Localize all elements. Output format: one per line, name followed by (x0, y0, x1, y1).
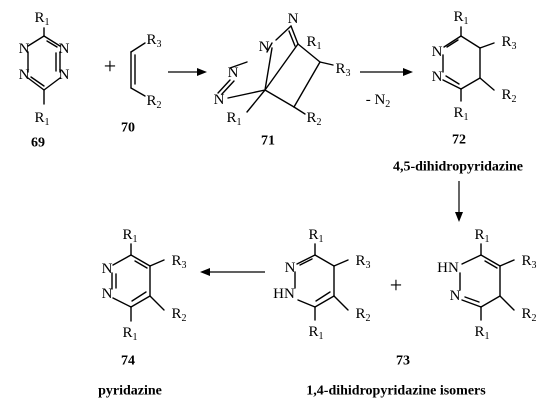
c73a-r1-top: R1 (308, 227, 323, 245)
compound-label-74: 74 (121, 354, 135, 369)
c74-r1-top: R1 (122, 227, 137, 245)
c72-n-lower: N (432, 69, 443, 85)
c72-r2: R2 (501, 87, 516, 105)
compound-label-70: 70 (121, 121, 135, 136)
compound-label-73: 73 (396, 354, 410, 369)
c71-n-bridge-1: N (259, 39, 270, 55)
compound-73-isomer-a (294, 243, 349, 321)
c71-r3: R3 (335, 61, 350, 79)
compound-label-69: 69 (31, 136, 45, 151)
c74-r1-bottom: R1 (122, 325, 137, 343)
reaction-arrow-3 (455, 181, 463, 222)
c73b-nh: HN (437, 260, 459, 276)
c74-r2: R2 (171, 306, 186, 324)
c72-r1-bottom: R1 (453, 105, 468, 123)
c70-r3: R3 (146, 32, 161, 50)
c70-r2: R2 (146, 93, 161, 111)
compound-70-alkene (130, 42, 146, 97)
c73a-nh: HN (273, 286, 295, 302)
c71-r2: R2 (306, 110, 321, 128)
name-1-4-dihidropyridazine-isomers: 1,4-dihidropyridazine isomers (306, 384, 486, 399)
c72-r1-top: R1 (453, 9, 468, 27)
c72-n-upper: N (432, 44, 443, 60)
c73a-n: N (285, 260, 296, 276)
reaction-arrow-1 (168, 68, 207, 76)
reaction-arrow-4 (200, 268, 265, 276)
c73b-r3: R3 (521, 253, 536, 271)
compound-69-tetrazine (27, 27, 61, 105)
c73b-r1-bottom: R1 (474, 324, 489, 342)
c69-r1-top: R1 (34, 10, 49, 28)
plus-sign-2: + (390, 273, 402, 298)
compound-74-pyridazine (111, 243, 165, 322)
name-4-5-dihidropyridazine: 4,5-dihidropyridazine (393, 160, 523, 175)
c69-n-upper-left: N (19, 41, 30, 57)
c71-n-bridge-2: N (288, 11, 299, 27)
loss-of-n2-label: - N2 (366, 92, 391, 110)
c73b-r1-top: R1 (474, 227, 489, 245)
compound-label-72: 72 (452, 133, 466, 148)
c73a-r1-bottom: R1 (308, 324, 323, 342)
c71-n-ring-upper: N (228, 65, 239, 81)
name-pyridazine: pyridazine (98, 384, 162, 399)
c69-n-upper-right: N (59, 41, 70, 57)
c73b-n: N (450, 288, 461, 304)
plus-sign-1: + (104, 54, 116, 79)
c73b-r2: R2 (521, 306, 536, 324)
compound-71-bicyclic-adduct (217, 25, 334, 115)
c69-n-lower-right: N (59, 67, 70, 83)
compound-73-isomer-b (459, 243, 515, 321)
c74-n-upper: N (102, 261, 113, 277)
compound-72-dihydropyridazine (442, 26, 495, 102)
c69-n-lower-left: N (19, 67, 30, 83)
reaction-arrow-2 (360, 68, 413, 76)
c73a-r3: R3 (355, 253, 370, 271)
c69-r1-bottom: R1 (34, 110, 49, 128)
c71-n-ring-lower: N (214, 92, 225, 108)
c73a-r2: R2 (355, 306, 370, 324)
c74-r3: R3 (171, 253, 186, 271)
compound-label-71: 71 (261, 134, 275, 149)
c72-r3: R3 (501, 34, 516, 52)
c74-n-lower: N (102, 286, 113, 302)
c71-r1-top: R1 (306, 34, 321, 52)
c71-r1-bottom: R1 (226, 110, 241, 128)
